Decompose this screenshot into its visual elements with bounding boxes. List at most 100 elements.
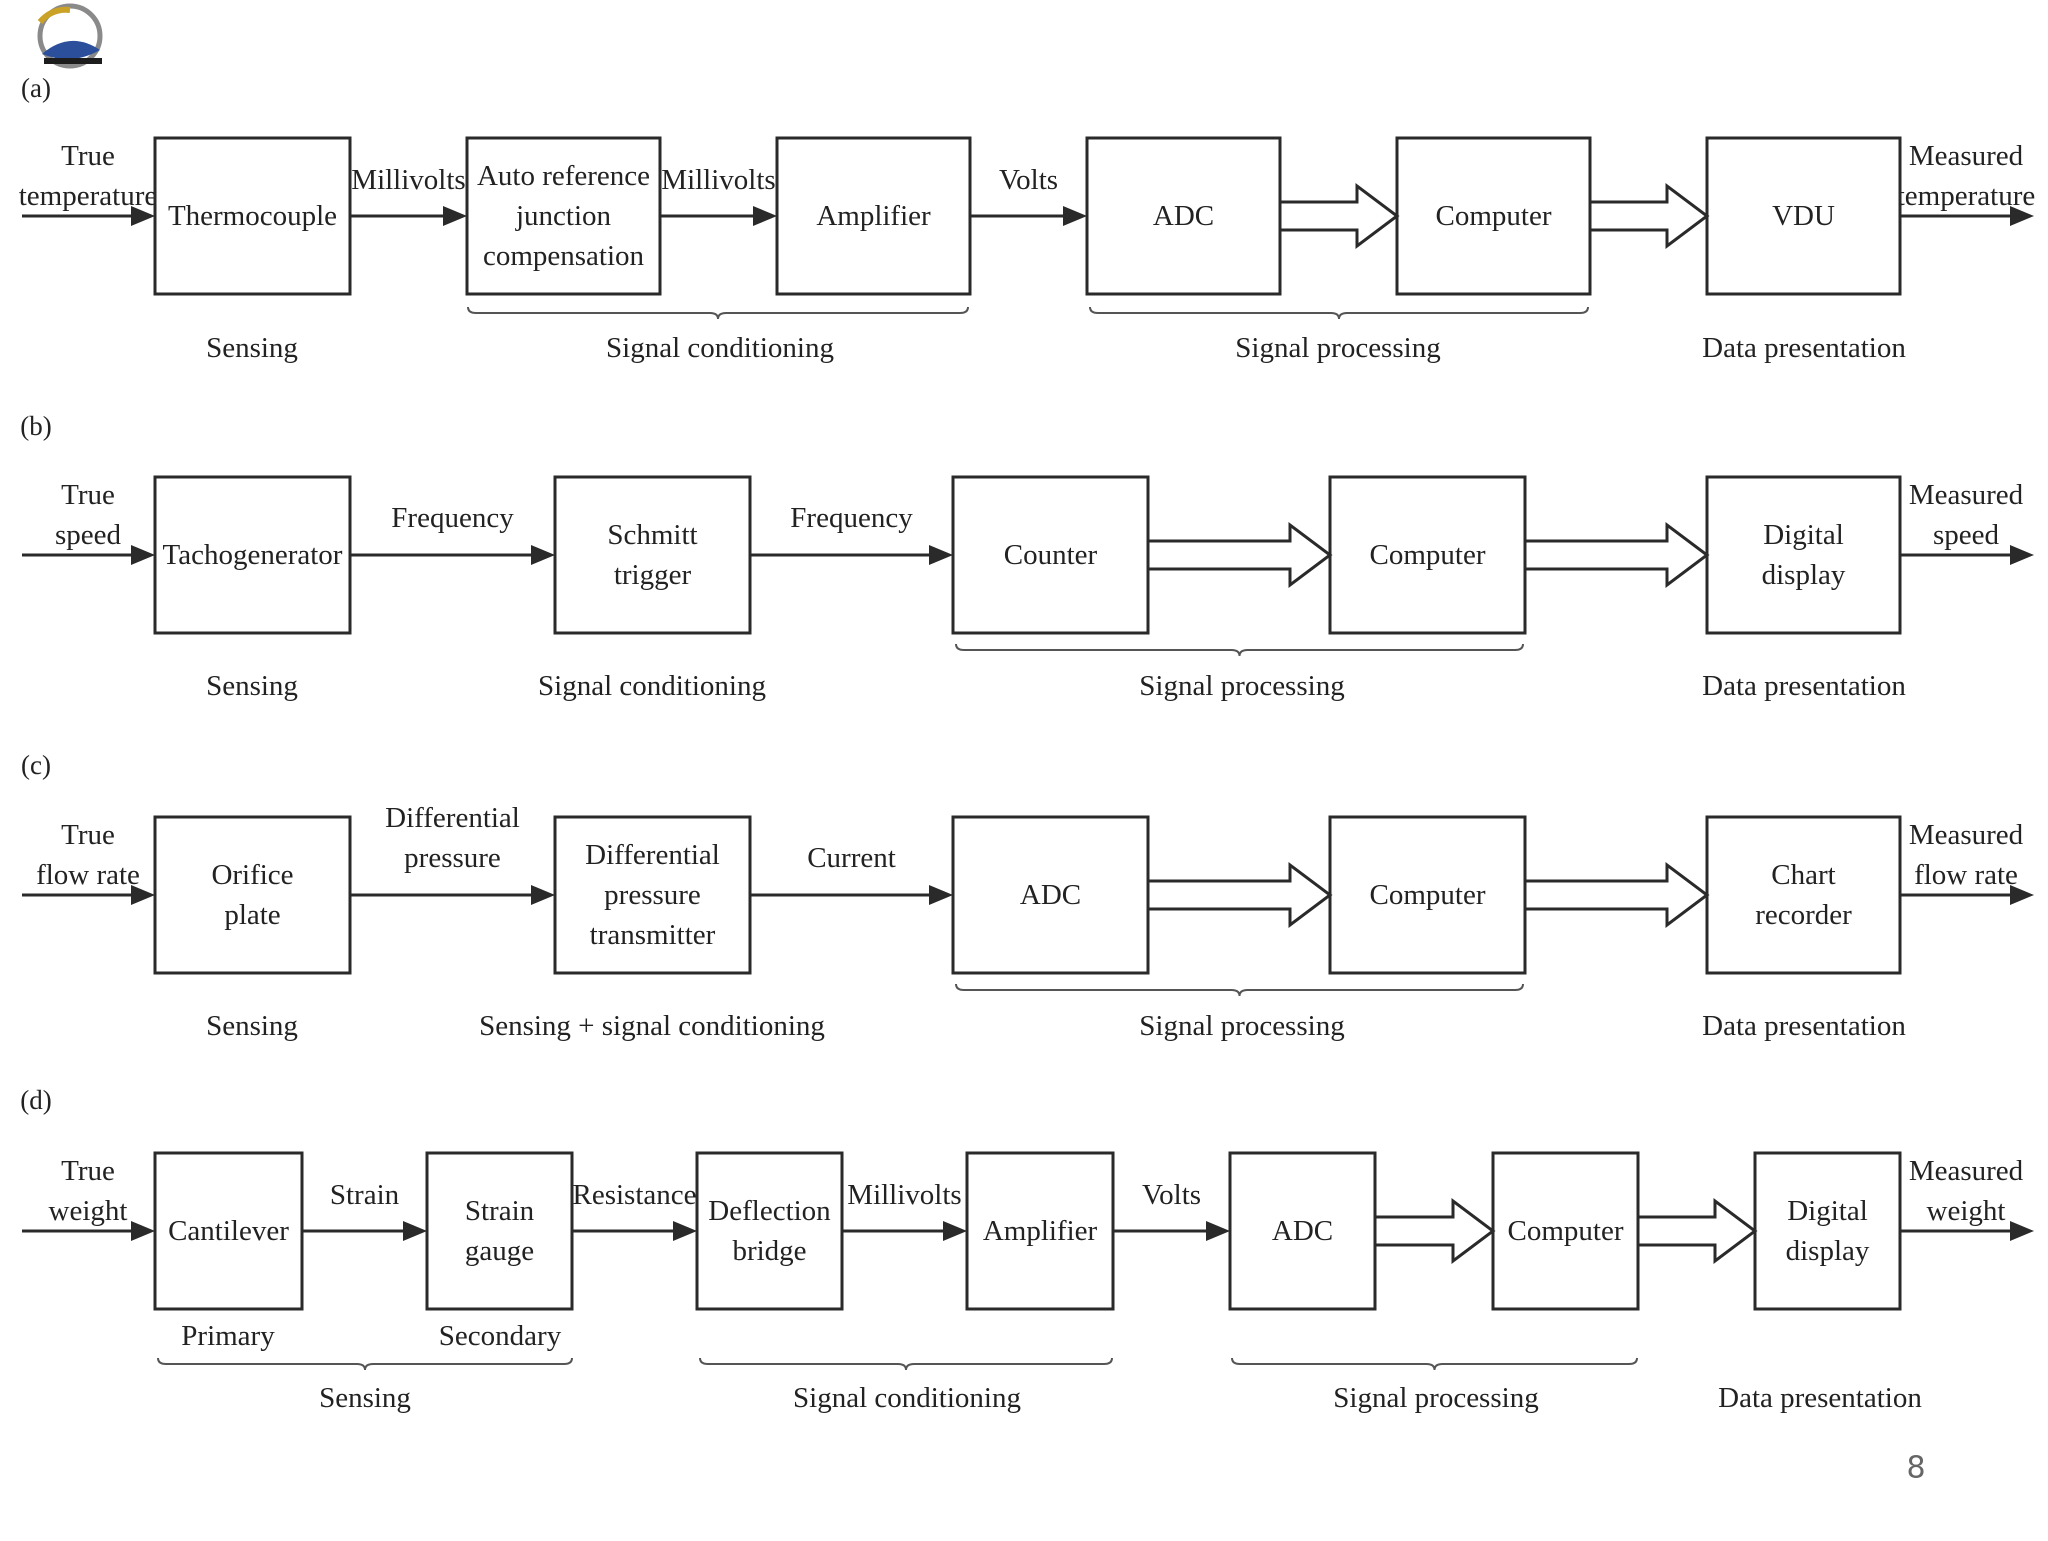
- block-frame: [1228, 1151, 1377, 1311]
- input-arrow: [22, 1221, 155, 1241]
- stage-brace: [955, 983, 1524, 997]
- block-frame: [153, 815, 352, 975]
- block-tachogenerator: Tachogenerator: [153, 475, 352, 635]
- output-signal-label: Measured: [1909, 1155, 2024, 1187]
- block-label: Strain: [465, 1195, 535, 1227]
- stage-caption-data-presentation: Data presentation: [1702, 1010, 1906, 1042]
- block-label: Computer: [1370, 879, 1486, 911]
- block-frame: [553, 475, 752, 635]
- block-amplifier: Amplifier: [775, 136, 972, 296]
- block-label: Digital: [1787, 1195, 1868, 1227]
- signal-arrow: [350, 206, 467, 226]
- signal-arrow: [842, 1221, 967, 1241]
- block-label: Computer: [1370, 539, 1486, 571]
- block-label: junction: [515, 200, 612, 232]
- stage-caption-sensing: Sensing: [206, 670, 298, 702]
- stage-brace: [1089, 306, 1589, 320]
- signal-label: Differential: [385, 802, 520, 834]
- panel-label: (c): [21, 750, 51, 780]
- signal-label: Millivolts: [847, 1179, 961, 1211]
- block-thermocouple: Thermocouple: [153, 136, 352, 296]
- panel-label: (d): [20, 1085, 51, 1115]
- input-signal-label: temperature: [19, 180, 157, 212]
- stage-brace: [699, 1357, 1113, 1371]
- block-label: Thermocouple: [168, 200, 337, 232]
- stage-caption-data-presentation: Data presentation: [1718, 1382, 1922, 1414]
- block-label: Chart: [1771, 859, 1835, 891]
- signal-arrow: [660, 206, 777, 226]
- data-bus-arrow: [1588, 183, 1710, 249]
- sensor-sublabel: Primary: [181, 1320, 275, 1352]
- block-label: Digital: [1763, 519, 1844, 551]
- input-signal-label: speed: [55, 519, 122, 551]
- block-frame: [951, 475, 1150, 635]
- stage-caption-signal-conditioning: Signal conditioning: [793, 1382, 1021, 1414]
- stage-brace: [157, 1357, 573, 1371]
- block-label: Computer: [1436, 200, 1552, 232]
- block-label: Amplifier: [816, 200, 931, 232]
- output-arrow: [1900, 545, 2034, 565]
- block-digital-display: Digital display: [1705, 475, 1902, 635]
- stage-caption-sensing: Sensing: [319, 1382, 411, 1414]
- input-signal-label: True: [61, 140, 115, 172]
- output-arrow: [1900, 1221, 2034, 1241]
- data-bus-arrow: [1523, 862, 1710, 928]
- block-label: display: [1786, 1235, 1870, 1267]
- block-computer: Computer: [1328, 475, 1527, 635]
- block-label: bridge: [732, 1235, 806, 1267]
- data-bus-arrow: [1146, 522, 1333, 588]
- block-label: transmitter: [590, 919, 716, 951]
- output-signal-label: speed: [1933, 519, 2000, 551]
- signal-label: Frequency: [790, 502, 913, 534]
- block-frame: [153, 1151, 304, 1311]
- stage-caption-signal-processing: Signal processing: [1235, 332, 1440, 364]
- input-arrow: [22, 545, 155, 565]
- signal-label: Strain: [330, 1179, 400, 1211]
- signal-arrow: [1113, 1221, 1230, 1241]
- panel-label: (b): [20, 411, 51, 441]
- signal-label: Volts: [999, 164, 1058, 196]
- output-signal-label: temperature: [1897, 180, 2035, 212]
- block-label: VDU: [1772, 200, 1835, 232]
- block-orifice-plate: Orifice plate: [153, 815, 352, 975]
- input-signal-label: True: [61, 479, 115, 511]
- block-frame: [1705, 475, 1902, 635]
- output-signal-label: weight: [1927, 1195, 2006, 1227]
- output-signal-label: Measured: [1909, 819, 2024, 851]
- signal-label: Millivolts: [351, 164, 465, 196]
- stage-caption-data-presentation: Data presentation: [1702, 332, 1906, 364]
- block-label: compensation: [483, 240, 645, 272]
- block-label: Tachogenerator: [163, 539, 343, 571]
- input-signal-label: flow rate: [36, 859, 140, 891]
- data-bus-arrow: [1278, 183, 1400, 249]
- signal-arrow: [970, 206, 1087, 226]
- stage-brace: [467, 306, 969, 320]
- output-signal-label: Measured: [1909, 479, 2024, 511]
- block-computer: Computer: [1491, 1151, 1640, 1311]
- block-frame: [1395, 136, 1592, 296]
- signal-label: Frequency: [391, 502, 514, 534]
- block-frame: [695, 1151, 844, 1311]
- stage-caption-signal-conditioning: Signal conditioning: [538, 670, 766, 702]
- block-label: Orifice: [211, 859, 293, 891]
- input-arrow: [22, 206, 155, 226]
- block-frame: [1491, 1151, 1640, 1311]
- stage-caption-signal-processing: Signal processing: [1139, 1010, 1344, 1042]
- output-arrow: [1900, 885, 2034, 905]
- block-computer: Computer: [1395, 136, 1592, 296]
- block-cantilever: Cantilever: [153, 1151, 304, 1311]
- signal-arrow: [750, 545, 953, 565]
- block-frame: [425, 1151, 574, 1311]
- block-label: Cantilever: [168, 1215, 289, 1247]
- panel-a: (a)TruetemperatureMeasuredtemperatureThe…: [19, 73, 2035, 364]
- block-label: recorder: [1755, 899, 1852, 931]
- block-label: display: [1762, 559, 1846, 591]
- input-signal-label: True: [61, 1155, 115, 1187]
- block-label: plate: [224, 899, 280, 931]
- block-label: trigger: [614, 559, 692, 591]
- signal-arrow: [350, 885, 555, 905]
